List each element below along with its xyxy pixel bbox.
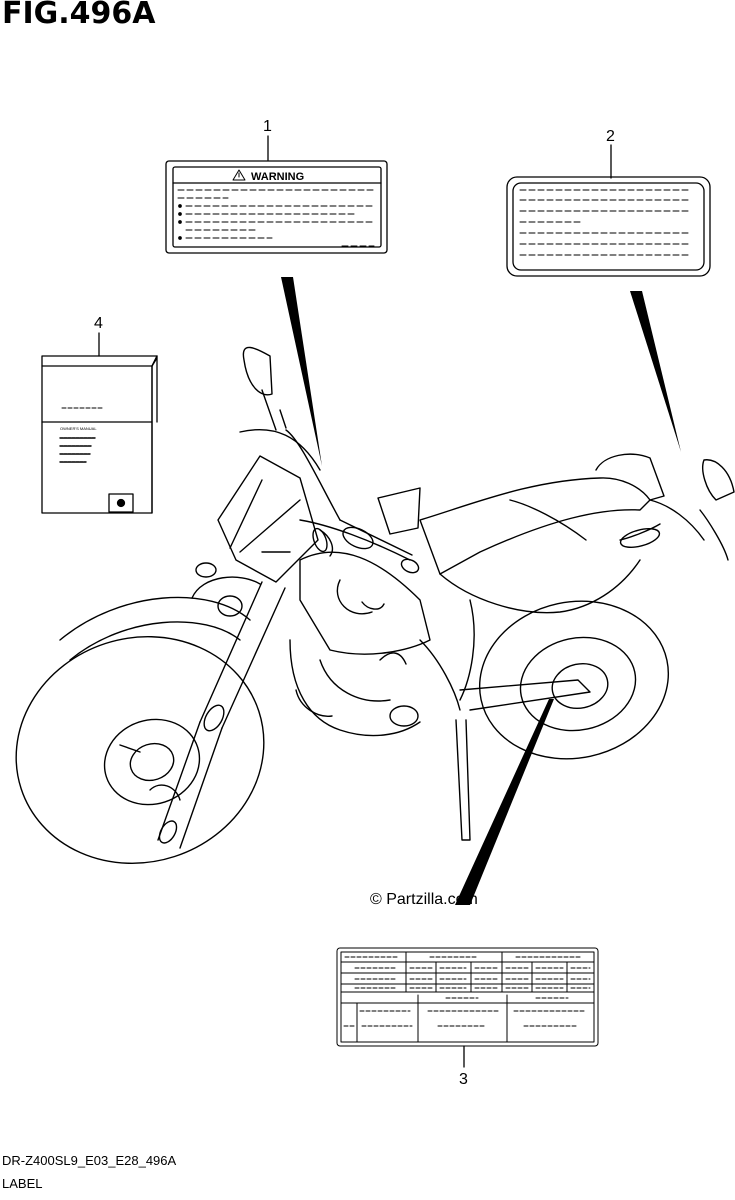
copyright-notice: © Partzilla.com: [370, 891, 478, 908]
leader-wedge-1: [281, 277, 322, 466]
model-code: DR-Z400SL9_E03_E28_496A: [2, 1153, 177, 1168]
motorcycle-illustration: [15, 346, 735, 865]
leader-wedge-3: [455, 699, 554, 905]
owners-manual: [41, 355, 158, 514]
warning-heading: WARNING: [251, 171, 304, 183]
manual-heading: OWNER'S MANUAL: [60, 426, 97, 431]
figure-title: FIG.496A: [2, 0, 156, 31]
spec-label: [336, 947, 599, 1047]
callout-1: 1: [263, 118, 272, 135]
callout-2: 2: [606, 128, 615, 145]
info-label: [506, 176, 711, 277]
section-name: LABEL: [2, 1176, 43, 1191]
leader-wedge-2: [630, 291, 681, 452]
callout-3: 3: [459, 1071, 468, 1088]
warning-label: [165, 160, 388, 254]
callout-4: 4: [94, 315, 103, 332]
